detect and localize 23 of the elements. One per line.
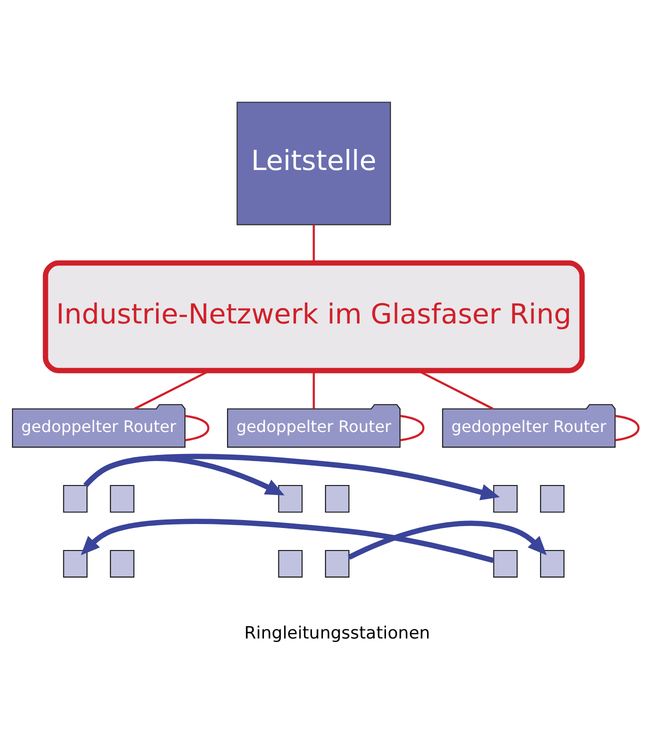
node-box: Leitstelle [236,101,391,225]
node-box [324,484,350,512]
node-box [324,549,350,578]
arrow [348,520,547,560]
node-box [493,549,518,578]
node-box [540,549,565,578]
node-box [493,484,518,512]
connector [615,414,640,441]
node-box [63,549,88,578]
node-box [278,484,303,512]
arrow [84,453,500,500]
node-box [540,484,565,512]
node-box [110,549,134,578]
node-box [63,484,88,512]
connector [312,224,315,262]
node-box [110,484,134,512]
connector [185,414,210,441]
node-box: Industrie-Netzwerk im Glasfaser Ring [42,260,585,373]
arrow [80,518,494,562]
label: Ringleitungsstationen [244,623,430,644]
node-box [278,549,303,578]
connector [312,370,315,408]
connector [400,414,424,441]
